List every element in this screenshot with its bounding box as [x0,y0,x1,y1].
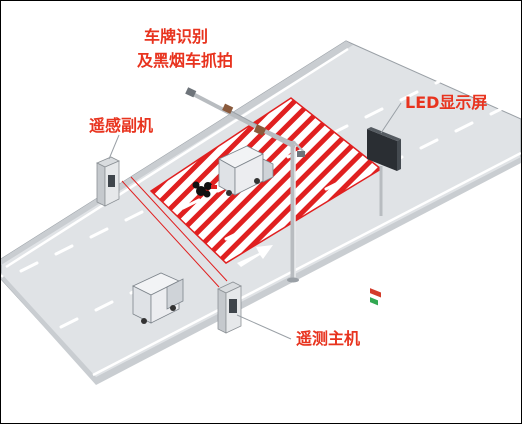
beam-lines [121,176,228,288]
road-shoulder-top [1,41,353,265]
label-led-screen: LED显示屏 [405,93,488,112]
camera-icon [185,87,305,157]
cabinet-icon [217,281,242,334]
cabinet-icon [96,156,120,207]
led-screen-icon [367,127,401,306]
lane-lines [1,47,521,377]
label-remote-sub-unit: 遥感副机 [89,116,154,135]
leader-lines [108,102,402,340]
label-plate-recognition-line1: 车牌识别 [144,27,209,46]
arrow-icon [237,245,273,267]
truck-icon [132,272,184,324]
truck-icon [218,145,274,196]
label-plate-recognition-line2: 及黑烟车抓拍 [137,51,234,70]
smoke-icon [192,181,217,198]
label-remote-main-unit: 遥测主机 [296,329,361,348]
